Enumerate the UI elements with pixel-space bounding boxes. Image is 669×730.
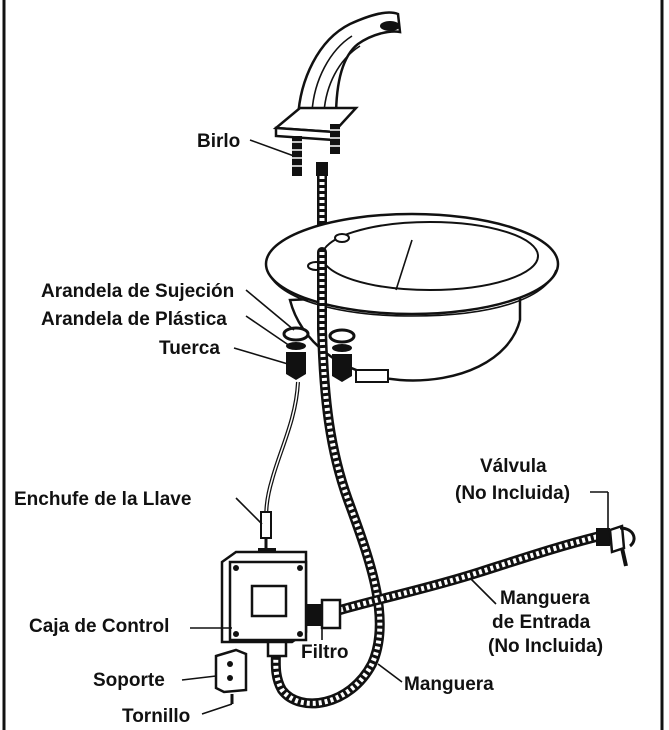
label-manguera-entrada: Manguera: [500, 588, 590, 609]
label-soporte: Soporte: [93, 670, 165, 691]
inlet-hose: [335, 531, 605, 615]
valve: [596, 524, 636, 567]
sensor-cable: [260, 381, 300, 552]
label-arandela-plastica: Arandela de Plástica: [41, 309, 227, 330]
label-valvula: Válvula: [480, 456, 547, 477]
mounting-hardware: [282, 326, 356, 382]
bracket: [214, 648, 248, 704]
label-manguera-entrada-2: de Entrada: [492, 612, 591, 633]
label-filtro: Filtro: [301, 642, 349, 663]
label-tornillo: Tornillo: [122, 706, 190, 727]
label-birlo: Birlo: [197, 131, 240, 152]
label-manguera: Manguera: [404, 674, 494, 695]
outlet-hose: [266, 247, 385, 709]
sink-basin: [264, 212, 560, 383]
label-arandela-sujecion: Arandela de Sujeción: [41, 281, 234, 302]
leader-lines: [181, 139, 609, 715]
label-valvula-note: (No Incluida): [455, 483, 570, 504]
control-box: [220, 548, 342, 644]
label-enchufe: Enchufe de la Llave: [14, 489, 191, 510]
label-tuerca: Tuerca: [159, 338, 220, 359]
label-caja-control: Caja de Control: [29, 616, 169, 637]
label-manguera-entrada-note: (No Incluida): [488, 636, 603, 657]
